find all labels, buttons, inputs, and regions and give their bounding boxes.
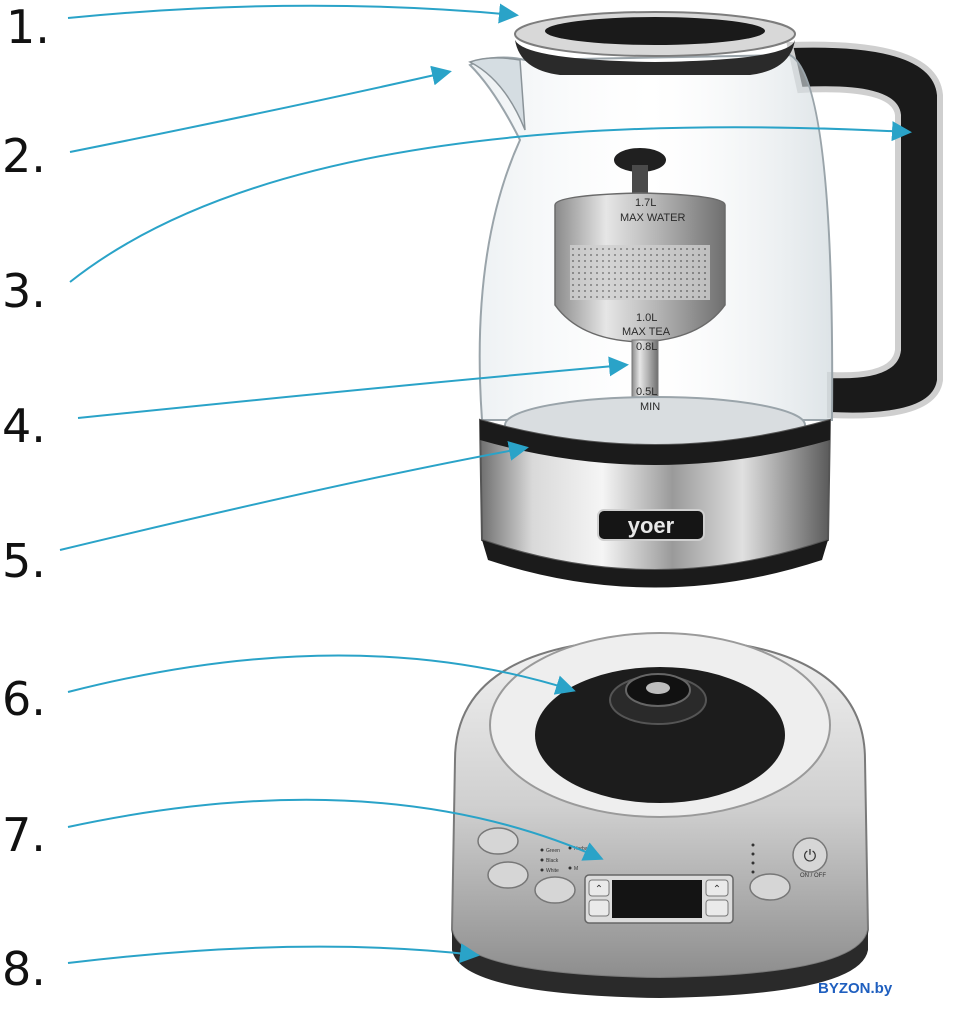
panel-button — [534, 876, 576, 904]
scale-mark: 0.8L — [636, 341, 657, 353]
chevron-up-icon: ⌃ — [713, 884, 721, 895]
scale-mark: 1.0L — [636, 312, 657, 324]
down-button — [705, 899, 729, 917]
callout-arrows — [59, 3, 912, 964]
power-button — [792, 837, 828, 873]
watermark-link[interactable]: BYZON.by — [818, 980, 893, 997]
program-label: Green — [546, 848, 560, 854]
panel-button — [487, 861, 529, 889]
control-panel: ⏻ ON / OFF ⌃ ⌃ Green Herbal Black White … — [477, 827, 828, 924]
power-icon: ⏻ — [804, 846, 817, 865]
brand-plate — [597, 509, 705, 541]
arrow-7 — [67, 798, 604, 861]
scale-mark: MIN — [640, 401, 660, 413]
brand-plate-text: yoer — [628, 513, 675, 538]
down-button — [588, 899, 610, 917]
arrow-5 — [59, 441, 529, 551]
arrow-8 — [67, 943, 480, 964]
spout — [468, 57, 526, 131]
callout-number-7: 7. — [2, 808, 46, 862]
lid-seal — [515, 40, 795, 75]
power-label: ON / OFF — [800, 873, 826, 879]
scale-mark: MAX WATER — [620, 212, 685, 224]
water-scale: 1.7L MAX WATER 1.0L MAX TEA 0.8L 0.5L MI… — [620, 197, 685, 413]
lcd-display — [612, 880, 702, 918]
panel-button — [749, 873, 791, 901]
infuser-knob — [614, 148, 666, 172]
scale-mark: 1.7L — [635, 197, 656, 209]
callout-number-4: 4. — [2, 399, 46, 453]
lid-opening — [545, 17, 765, 45]
callout-number-5: 5. — [2, 534, 46, 588]
kettle-base-ring — [480, 420, 830, 465]
up-button — [705, 879, 729, 897]
arrow-2 — [69, 65, 452, 153]
panel-button — [477, 827, 519, 855]
callout-number-6: 6. — [2, 672, 46, 726]
program-label: M — [574, 866, 578, 872]
arrow-6 — [67, 654, 576, 695]
chevron-up-icon: ⌃ — [595, 884, 603, 895]
callout-number-2: 2. — [2, 129, 46, 183]
infuser-mesh — [570, 245, 710, 300]
callout-number-3: 3. — [2, 264, 46, 318]
program-label: White — [546, 868, 559, 874]
arrow-3 — [69, 121, 912, 283]
base-plate — [535, 667, 785, 803]
arrow-4 — [77, 356, 629, 419]
power-base: ⏻ ON / OFF ⌃ ⌃ Green Herbal Black White … — [450, 632, 870, 998]
callout-number-1: 1. — [6, 0, 50, 54]
arrow-1 — [67, 3, 519, 24]
kettle: yoer 1.7L MAX WATER 1.0L MAX TEA 0.8L 0.… — [468, 11, 943, 588]
program-label: Black — [546, 858, 559, 864]
up-button — [588, 879, 610, 897]
scale-mark: MAX TEA — [622, 326, 671, 338]
scale-mark: 0.5L — [636, 386, 657, 398]
callout-number-8: 8. — [2, 942, 46, 996]
